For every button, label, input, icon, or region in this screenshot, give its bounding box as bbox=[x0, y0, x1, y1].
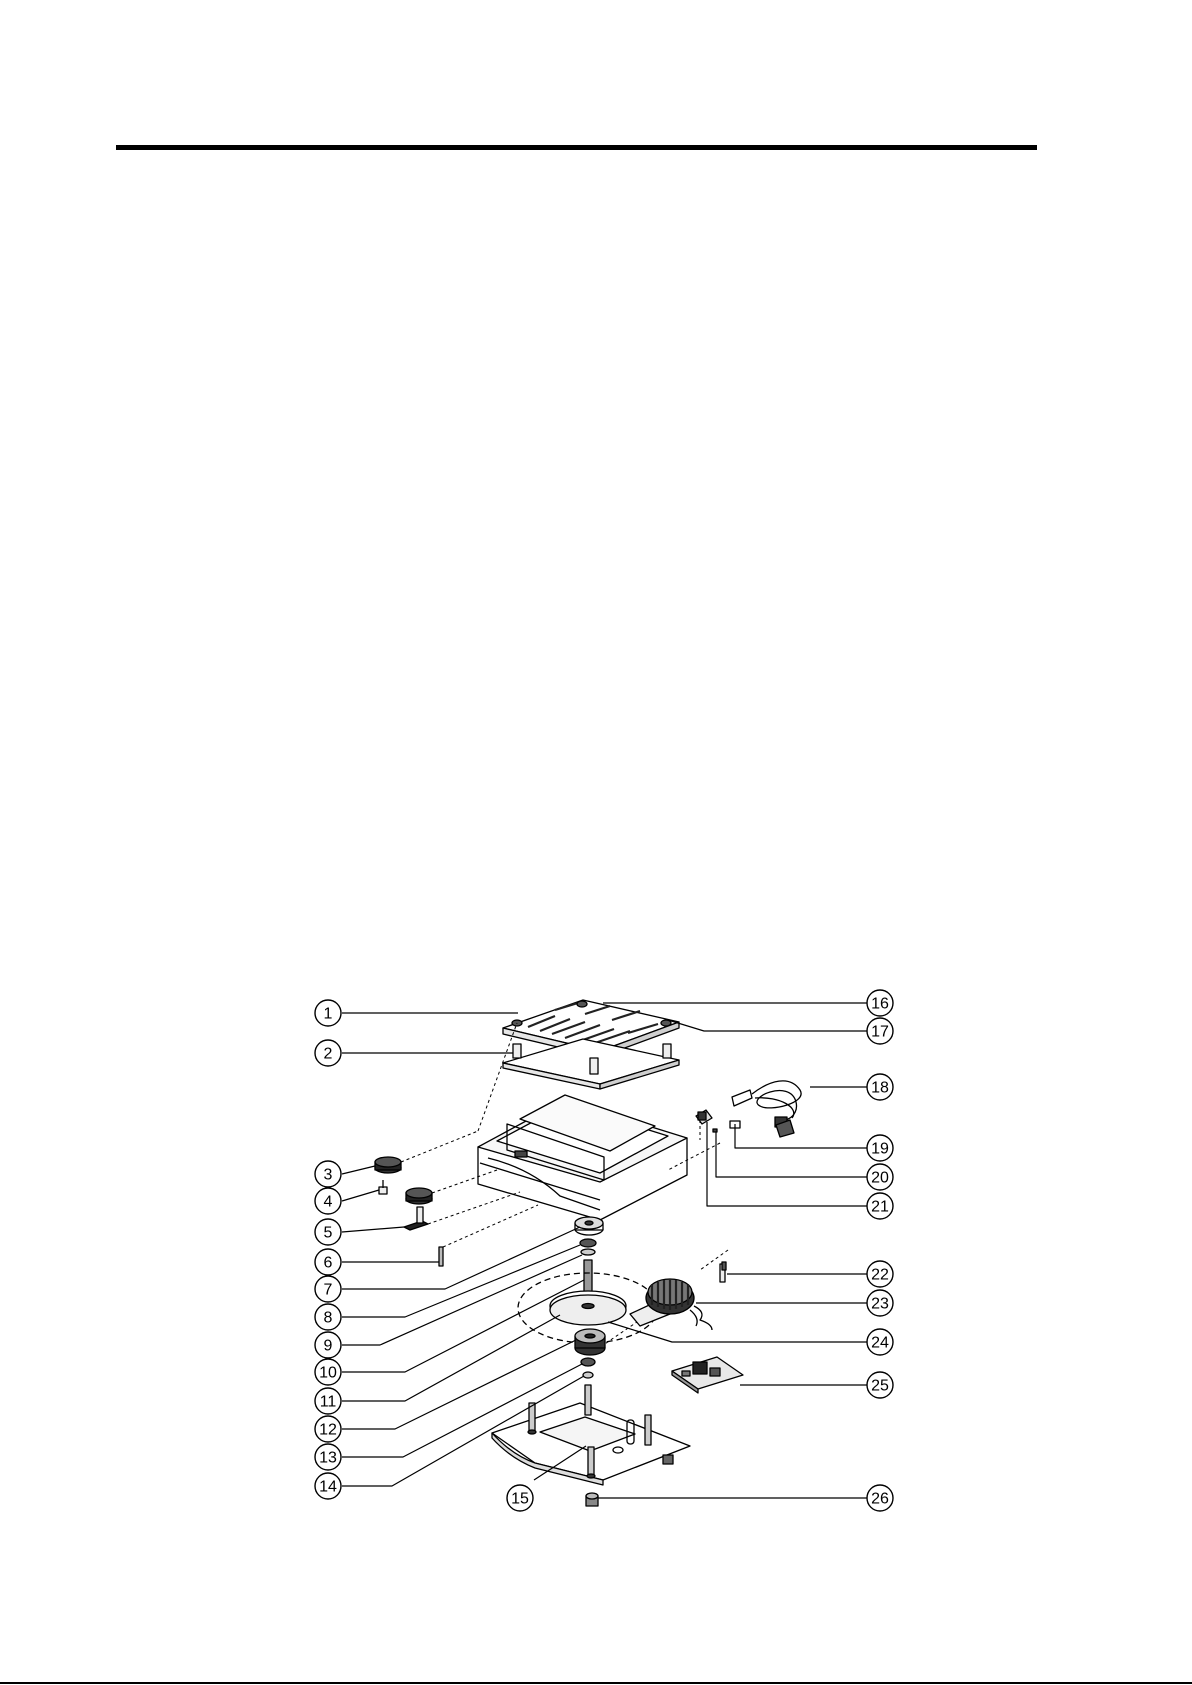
callout-label: 8 bbox=[324, 1310, 333, 1327]
callout-23: 23 bbox=[867, 1290, 893, 1316]
callout-17: 17 bbox=[867, 1018, 893, 1044]
callout-11: 11 bbox=[315, 1388, 341, 1414]
callout-5: 5 bbox=[315, 1219, 341, 1245]
callout-label: 14 bbox=[319, 1479, 337, 1496]
callout-10: 10 bbox=[315, 1359, 341, 1385]
callout-24: 24 bbox=[867, 1329, 893, 1355]
callout-label: 4 bbox=[324, 1194, 333, 1211]
callout-label: 9 bbox=[324, 1338, 333, 1355]
callout-22: 22 bbox=[867, 1261, 893, 1287]
callout-label: 1 bbox=[324, 1006, 333, 1023]
callout-label: 10 bbox=[319, 1365, 337, 1382]
callout-4: 4 bbox=[315, 1188, 341, 1214]
callout-18: 18 bbox=[867, 1074, 893, 1100]
callout-25: 25 bbox=[867, 1372, 893, 1398]
callout-label: 19 bbox=[871, 1141, 889, 1158]
callout-label: 7 bbox=[324, 1282, 333, 1299]
housing-part bbox=[478, 1095, 687, 1220]
callout-label: 3 bbox=[324, 1167, 333, 1184]
callout-19: 19 bbox=[867, 1135, 893, 1161]
callout-7: 7 bbox=[315, 1276, 341, 1302]
footer-rule bbox=[0, 1682, 1192, 1684]
power-cord-part bbox=[696, 1081, 801, 1137]
circuit-board-part bbox=[672, 1357, 743, 1393]
callout-label: 13 bbox=[319, 1450, 337, 1467]
callout-1: 1 bbox=[315, 1000, 341, 1026]
callout-16: 16 bbox=[867, 990, 893, 1016]
callout-21: 21 bbox=[867, 1193, 893, 1219]
callout-label: 18 bbox=[871, 1080, 889, 1097]
callout-label: 20 bbox=[871, 1170, 889, 1187]
leveling-parts bbox=[375, 1157, 443, 1266]
callout-6: 6 bbox=[315, 1249, 341, 1275]
callout-20: 20 bbox=[867, 1164, 893, 1190]
callout-2: 2 bbox=[315, 1040, 341, 1066]
callout-label: 11 bbox=[320, 1394, 337, 1411]
callout-label: 25 bbox=[871, 1378, 889, 1395]
callout-26: 26 bbox=[867, 1485, 893, 1511]
load-cell-part bbox=[630, 1262, 726, 1330]
callout-label: 6 bbox=[324, 1255, 333, 1272]
callout-label: 24 bbox=[871, 1335, 889, 1352]
callout-label: 26 bbox=[871, 1491, 889, 1508]
shaft-stack-parts bbox=[518, 1217, 658, 1378]
callout-9: 9 bbox=[315, 1332, 341, 1358]
callout-label: 2 bbox=[324, 1046, 333, 1063]
callout-label: 22 bbox=[871, 1267, 889, 1284]
callout-8: 8 bbox=[315, 1304, 341, 1330]
sub-plate-part bbox=[503, 1039, 679, 1089]
callout-label: 17 bbox=[871, 1024, 889, 1041]
callout-label: 16 bbox=[871, 996, 889, 1013]
callout-3: 3 bbox=[315, 1161, 341, 1187]
callout-label: 15 bbox=[511, 1491, 529, 1508]
callout-label: 5 bbox=[324, 1225, 333, 1242]
callout-15: 15 bbox=[507, 1485, 533, 1511]
callout-label: 23 bbox=[871, 1296, 889, 1313]
callout-13: 13 bbox=[315, 1444, 341, 1470]
callout-label: 12 bbox=[319, 1422, 337, 1439]
callout-label: 21 bbox=[871, 1199, 889, 1216]
callout-14: 14 bbox=[315, 1473, 341, 1499]
callout-12: 12 bbox=[315, 1416, 341, 1442]
